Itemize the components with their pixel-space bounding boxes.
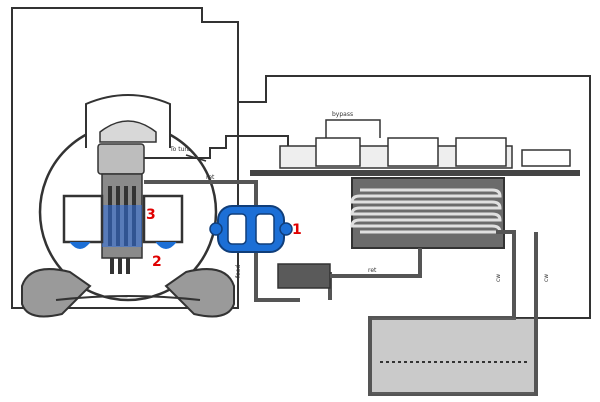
label-right-right: cw [543,274,550,282]
turbine-stage-2 [387,137,439,167]
coolant-pool-left [69,241,91,249]
steam-arrow [185,154,207,162]
blue-component-right [255,213,275,245]
coolant-pool-right [155,241,177,249]
callout-1: 1 [292,222,302,238]
dome-cap [99,120,157,143]
label-feed-vertical: feed [235,265,242,278]
drive-2 [118,258,122,274]
blue-component-knob-right [279,222,293,236]
blue-component-left [227,213,247,245]
cooling-pond [372,318,534,394]
label-steam-line: To turb [169,146,191,153]
turbine-platform [250,170,580,176]
feed-pump-tank [277,263,331,289]
torus-left [21,268,92,318]
generator [521,149,571,167]
pressure-vessel-head [97,143,145,175]
label-middle-pipe: ret [368,267,377,274]
drive-3 [126,258,130,274]
turbine-hall-outline [238,75,591,319]
condenser-tubes [350,188,502,234]
blue-component-knob-left [209,222,223,236]
label-bypass: bypass [332,111,353,118]
callout-3: 3 [146,207,156,223]
callout-2: 2 [152,254,162,270]
condensate-line [330,248,422,278]
drive-1 [110,258,114,274]
label-right-left: cw [495,274,502,282]
cooling-water-loop [368,230,538,396]
core-coolant [102,205,142,247]
label-return: ret [206,174,215,181]
turbine-stage-1 [315,137,361,167]
bypass-line [325,119,381,138]
torus-connector [55,295,201,301]
torus-right [164,268,235,318]
turbine-stage-3 [455,137,507,167]
steam-line [144,135,289,159]
